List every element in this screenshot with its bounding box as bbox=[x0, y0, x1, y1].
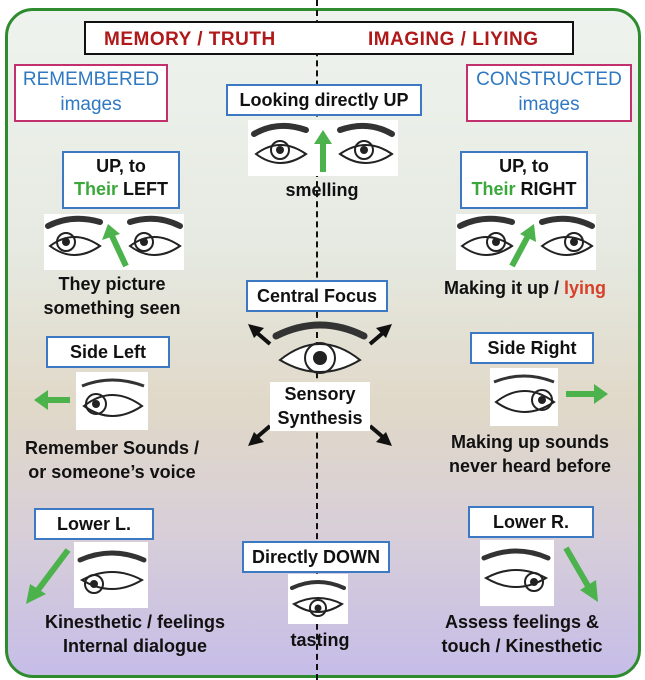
up-right-caption-a: Making it up / bbox=[443, 278, 564, 298]
lower-right-caption: Assess feelings & touch / Kinesthetic bbox=[422, 610, 622, 659]
up-left-line1: UP, to bbox=[96, 156, 146, 176]
eye-side-left bbox=[30, 372, 150, 430]
eyes-up-right bbox=[456, 214, 596, 270]
lower-right-caption-line1: Assess feelings & bbox=[444, 612, 600, 632]
header-right: IMAGING / LIYING bbox=[368, 29, 539, 50]
eyes-looking-up bbox=[248, 120, 398, 176]
lower-left-caption-line1: Kinesthetic / feelings bbox=[44, 612, 226, 632]
center-divider bbox=[316, 0, 318, 680]
central-caption-line2: Synthesis bbox=[277, 408, 363, 429]
up-center-caption: smelling bbox=[285, 180, 359, 200]
side-right-box: Side Right bbox=[470, 332, 594, 364]
central-focus-label: Central Focus bbox=[256, 286, 378, 306]
up-left-caption: They picture something seen bbox=[22, 272, 202, 321]
central-focus-box: Central Focus bbox=[246, 280, 388, 312]
up-left-caption-line2: something seen bbox=[43, 298, 181, 319]
constructed-line1: CONSTRUCTED bbox=[476, 69, 622, 90]
lower-left-label: Lower L. bbox=[56, 514, 131, 534]
down-center-caption: tasting bbox=[290, 630, 350, 650]
side-right-label: Side Right bbox=[487, 338, 577, 358]
remembered-line1: REMEMBERED bbox=[22, 69, 160, 90]
lower-right-label: Lower R. bbox=[492, 512, 569, 532]
side-left-caption: Remember Sounds / or someone’s voice bbox=[12, 436, 212, 485]
side-right-caption-line2: never heard before bbox=[448, 456, 612, 477]
up-left-side: LEFT bbox=[118, 178, 168, 199]
up-center-box: Looking directly UP bbox=[226, 84, 422, 116]
constructed-box: CONSTRUCTED images bbox=[466, 64, 632, 122]
remembered-line2: images bbox=[60, 93, 122, 115]
side-right-caption-line1: Making up sounds bbox=[450, 432, 609, 452]
up-right-their: Their bbox=[471, 178, 516, 199]
up-right-side: RIGHT bbox=[515, 178, 577, 199]
eye-lower-right bbox=[480, 540, 610, 606]
header-banner: MEMORY / TRUTH IMAGING / LIYING bbox=[84, 21, 574, 55]
lower-left-caption: Kinesthetic / feelings Internal dialogue bbox=[30, 610, 240, 659]
up-left-caption-line1: They picture bbox=[58, 274, 166, 294]
side-right-caption: Making up sounds never heard before bbox=[430, 430, 630, 479]
side-left-caption-line2: or someone’s voice bbox=[28, 462, 196, 483]
up-left-box: UP, to Their LEFT bbox=[62, 151, 180, 209]
eyes-up-left bbox=[44, 214, 184, 270]
up-right-box: UP, to Their RIGHT bbox=[460, 151, 588, 209]
up-right-caption-b: lying bbox=[563, 278, 606, 298]
lower-right-box: Lower R. bbox=[468, 506, 594, 538]
down-center-box: Directly DOWN bbox=[242, 541, 390, 573]
lower-left-box: Lower L. bbox=[34, 508, 154, 540]
up-right-line1: UP, to bbox=[499, 156, 549, 176]
up-right-caption: Making it up / lying bbox=[430, 276, 620, 300]
remembered-box: REMEMBERED images bbox=[14, 64, 168, 122]
up-left-their: Their bbox=[73, 178, 118, 199]
central-caption-line1: Sensory bbox=[284, 384, 356, 404]
eye-lower-left bbox=[20, 542, 150, 608]
constructed-line2: images bbox=[518, 93, 580, 115]
side-left-caption-line1: Remember Sounds / bbox=[24, 438, 200, 458]
central-eye-with-arrows bbox=[240, 314, 400, 454]
lower-right-caption-line2: touch / Kinesthetic bbox=[441, 636, 603, 657]
down-center-label: Directly DOWN bbox=[251, 547, 381, 567]
side-left-label: Side Left bbox=[69, 342, 146, 362]
side-left-box: Side Left bbox=[46, 336, 170, 368]
eye-looking-down bbox=[288, 574, 348, 624]
lower-left-caption-line2: Internal dialogue bbox=[62, 636, 208, 657]
up-center-label: Looking directly UP bbox=[239, 90, 409, 110]
central-caption: Sensory Synthesis bbox=[270, 382, 370, 431]
header-left: MEMORY / TRUTH bbox=[104, 29, 276, 50]
eye-side-right bbox=[490, 368, 616, 426]
